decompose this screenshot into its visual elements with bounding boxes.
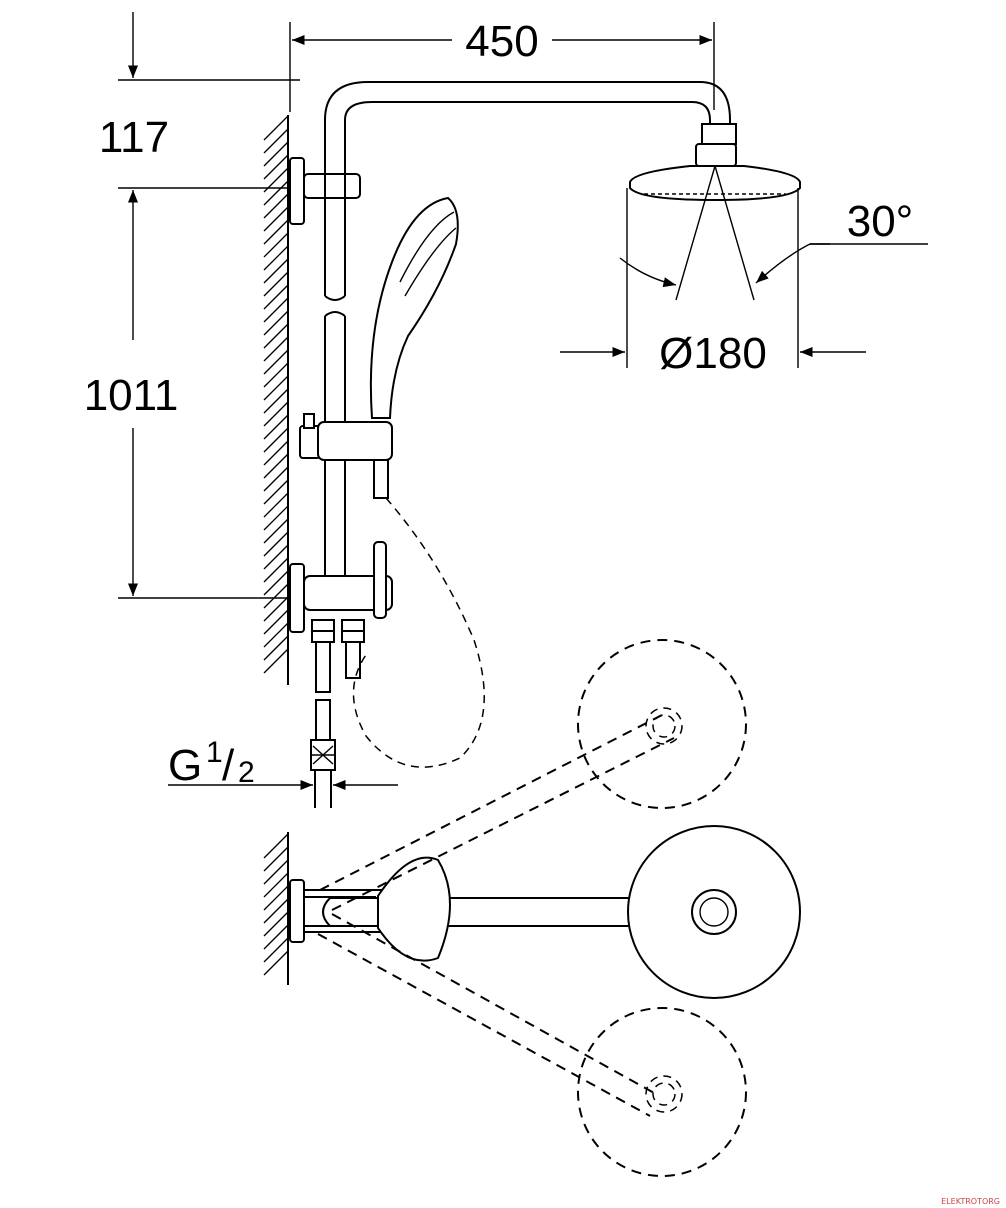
wall-hatch-line (263, 440, 289, 466)
top-offset-label: 117 (99, 113, 169, 162)
wall-hatch-line (263, 622, 289, 648)
wall-hatch-line (263, 885, 289, 911)
wall-hatch-line (263, 336, 289, 362)
wall-hatch-line (263, 544, 289, 570)
dimension-rail-length: 1011 (84, 190, 300, 599)
wall-hatch-line (263, 518, 289, 544)
wall-hatch-line (263, 453, 289, 479)
wall-hatch-line (263, 232, 289, 258)
wall-hatch-line (263, 898, 289, 924)
rail-length-label: 1011 (84, 371, 179, 420)
wall-hatch-line (263, 911, 289, 937)
watermark: ELEKTROTORG (941, 1197, 1000, 1206)
wall-hatch-line (263, 271, 289, 297)
dimension-spray-angle: 30° (619, 165, 928, 368)
wall-hatch-line (263, 297, 289, 323)
wall-hatch-line (263, 937, 289, 963)
wall-hatch-line (263, 388, 289, 414)
wall-hatch-line (263, 284, 289, 310)
wall-hatch-line (263, 245, 289, 271)
wall-hatch-line (263, 141, 289, 167)
wall-hatch-line (263, 154, 289, 180)
wall-hatch-line (263, 950, 289, 976)
wall-hatch-line (263, 219, 289, 245)
wall-hatch-line (263, 872, 289, 898)
wall-hatch-line (263, 859, 289, 885)
thread-label-denominator: 2 (238, 756, 255, 789)
wall-hatch-line (263, 206, 289, 232)
wall-front (263, 115, 289, 685)
wall-hatch-line (263, 310, 289, 336)
wall-hatch-line (263, 193, 289, 219)
wall-hatch-line (263, 349, 289, 375)
wall-hatch-line (263, 846, 289, 872)
wall-hatch-line (263, 924, 289, 950)
wall-hatch-line (263, 466, 289, 492)
wall-hatch-line (263, 833, 289, 859)
wall-hatch-line (263, 531, 289, 557)
head-diameter-label: Ø180 (659, 329, 767, 378)
spray-angle-label: 30° (847, 197, 914, 246)
wall-hatch-line (263, 128, 289, 154)
wall-hatch-line (263, 362, 289, 388)
wall-hatch-line (263, 479, 289, 505)
dimension-head-diameter: Ø180 (560, 329, 866, 378)
wall-hatch-line (263, 414, 289, 440)
wall-top (263, 832, 289, 985)
wall-hatch-line (263, 635, 289, 661)
riser-rail (289, 81, 731, 808)
thread-label-g: G (168, 741, 202, 790)
wall-hatch-line (263, 609, 289, 635)
wall-hatch-line (263, 596, 289, 622)
wall-hatch-line (263, 115, 289, 141)
dimension-top-offset: 117 (99, 12, 300, 189)
wall-hatch-line (263, 583, 289, 609)
arm-length-label: 450 (465, 17, 538, 66)
wall-hatch-line (263, 570, 289, 596)
top-view (289, 639, 801, 1177)
wall-hatch-line (263, 258, 289, 284)
wall-hatch-line (263, 505, 289, 531)
thread-label-numerator: 1 (206, 736, 223, 769)
wall-hatch-line (263, 557, 289, 583)
head-shower-front (629, 123, 801, 202)
wall-hatch-line (263, 492, 289, 518)
dimension-arm-length: 450 (289, 17, 715, 112)
wall-hatch-line (263, 648, 289, 674)
hand-shower (352, 196, 485, 768)
wall-hatch-line (263, 323, 289, 349)
wall-hatch-line (263, 180, 289, 206)
wall-hatch-line (263, 375, 289, 401)
wall-hatch-line (263, 427, 289, 453)
dimension-connection: G 1 / 2 (168, 736, 398, 791)
wall-hatch-line (263, 401, 289, 427)
thread-label-slash: / (222, 741, 235, 790)
